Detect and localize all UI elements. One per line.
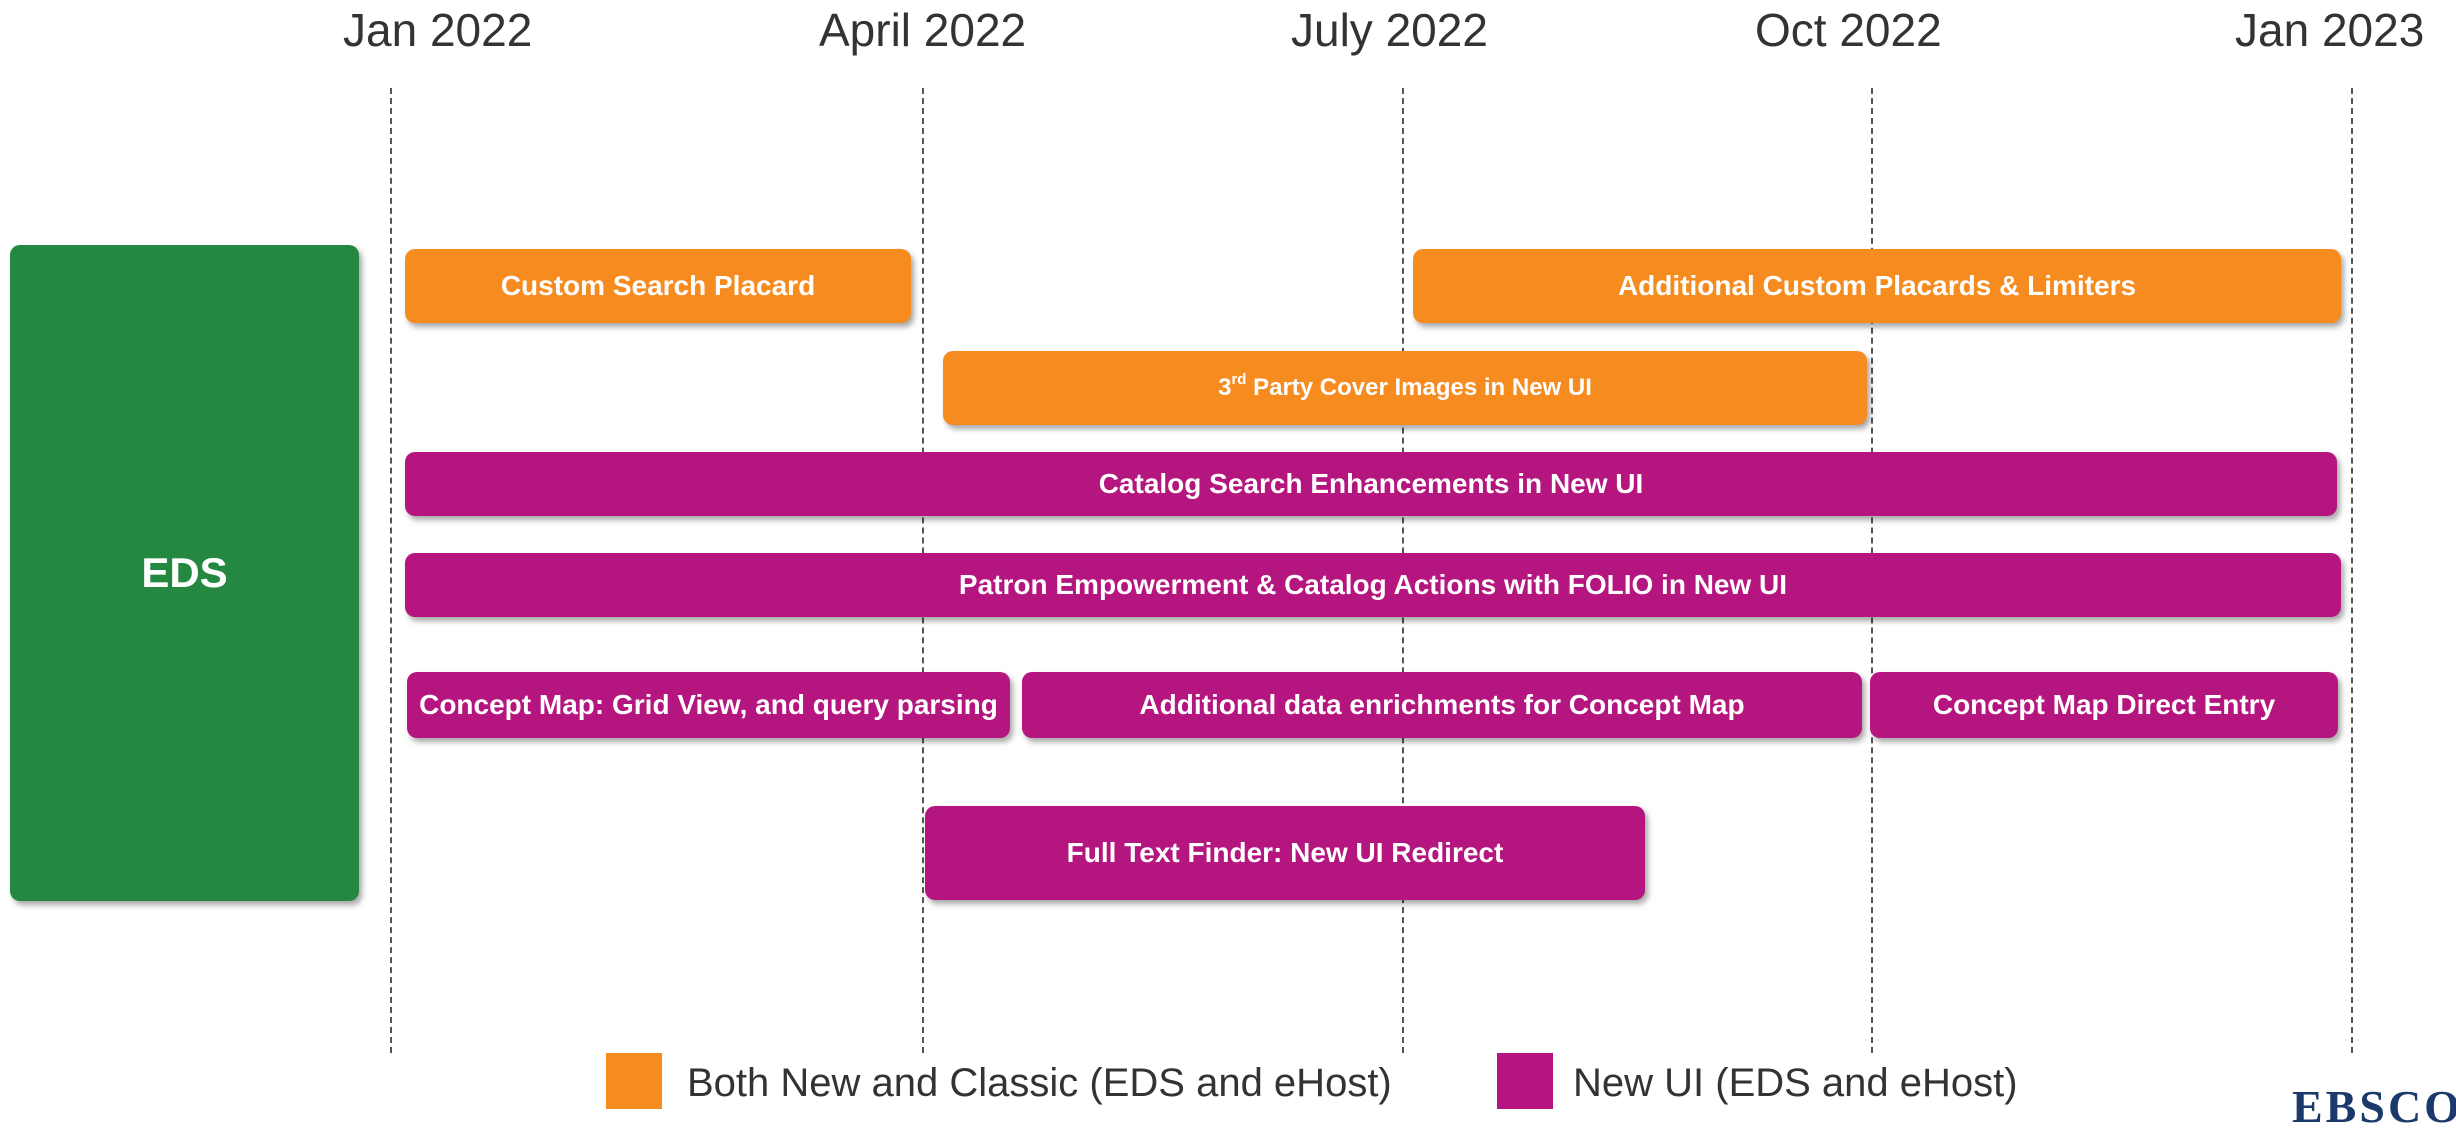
bar-label-suffix: Party Cover Images in New UI xyxy=(1246,374,1592,401)
timeline-label-april-2022: April 2022 xyxy=(819,4,1027,56)
bar-additional-custom-placards: Additional Custom Placards & Limiters xyxy=(1413,249,2341,323)
bar-concept-map-direct-entry: Concept Map Direct Entry xyxy=(1870,672,2338,738)
bar-concept-map-grid-view: Concept Map: Grid View, and query parsin… xyxy=(407,672,1010,738)
bar-third-party-cover-images: 3rd Party Cover Images in New UI xyxy=(943,351,1867,425)
bar-label: Concept Map: Grid View, and query parsin… xyxy=(419,689,998,720)
eds-label-text: EDS xyxy=(141,549,228,596)
bar-patron-empowerment: Patron Empowerment & Catalog Actions wit… xyxy=(405,553,2341,617)
legend-label-both: Both New and Classic (EDS and eHost) xyxy=(687,1061,1392,1105)
bar-catalog-search-enhancements: Catalog Search Enhancements in New UI xyxy=(405,452,2337,516)
bar-custom-search-placard: Custom Search Placard xyxy=(405,249,911,323)
gridline-jan-2022 xyxy=(390,88,392,1053)
bar-label: Catalog Search Enhancements in New UI xyxy=(1098,468,1644,499)
eds-row-label: EDS xyxy=(10,245,359,901)
bar-label: Patron Empowerment & Catalog Actions wit… xyxy=(958,569,1788,600)
bar-label: Full Text Finder: New UI Redirect xyxy=(1066,837,1504,868)
bar-label: Additional Custom Placards & Limiters xyxy=(1617,270,2137,301)
bar-label: Concept Map Direct Entry xyxy=(1932,689,2276,720)
bar-label-superscript: rd xyxy=(1231,371,1247,388)
bar-label: Additional data enrichments for Concept … xyxy=(1139,689,1745,720)
bar-concept-map-enrichments: Additional data enrichments for Concept … xyxy=(1022,672,1862,738)
legend-label-new-ui: New UI (EDS and eHost) xyxy=(1573,1061,2018,1105)
timeline-label-oct-2022: Oct 2022 xyxy=(1755,4,1942,56)
timeline-label-jan-2023: Jan 2023 xyxy=(2235,4,2425,56)
bar-label-prefix: 3 xyxy=(1218,374,1232,401)
bar-full-text-finder: Full Text Finder: New UI Redirect xyxy=(925,806,1645,900)
timeline-label-jan-2022: Jan 2022 xyxy=(343,4,533,56)
bar-label: 3rd Party Cover Images in New UI xyxy=(1218,371,1592,402)
ebsco-logo: EBSCO xyxy=(2292,1081,2456,1132)
gridline-jan-2023 xyxy=(2351,88,2353,1053)
legend-swatch-both xyxy=(606,1053,662,1109)
bar-label: Custom Search Placard xyxy=(500,270,816,301)
timeline-label-july-2022: July 2022 xyxy=(1291,4,1488,56)
legend-swatch-new-ui xyxy=(1497,1053,1553,1109)
